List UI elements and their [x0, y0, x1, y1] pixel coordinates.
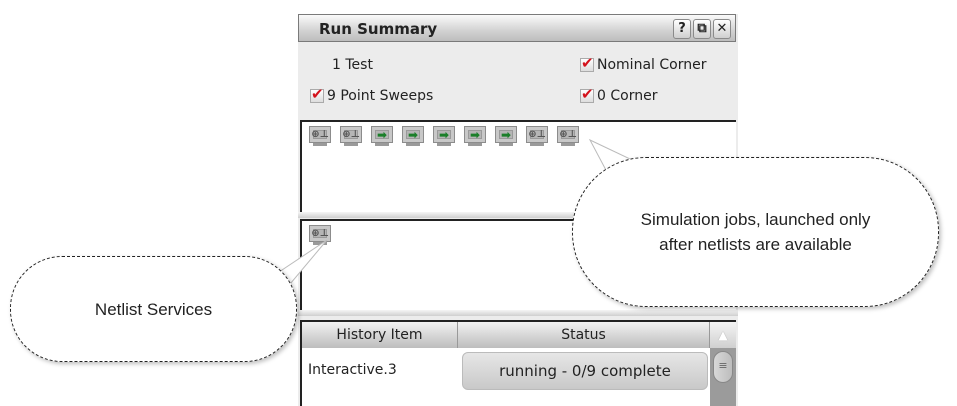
splitter[interactable] [298, 310, 738, 316]
scroll-thumb[interactable]: ≡ [713, 351, 733, 383]
netlist-job-icon[interactable]: ⊕⊥ [308, 225, 332, 247]
panel-title: Run Summary [319, 20, 438, 38]
simulation-callout: Simulation jobs, launched only after net… [572, 157, 939, 307]
scrollbar[interactable]: ▲ ≡ [710, 322, 736, 406]
netlist-job-icon[interactable]: ⊕⊥ [556, 126, 580, 148]
status-cell[interactable]: running - 0/9 complete [462, 352, 708, 390]
running-job-icon[interactable]: ➡ [370, 126, 394, 148]
nominal-corner-checkbox[interactable] [580, 54, 594, 72]
point-sweeps-checkbox[interactable] [310, 85, 324, 103]
netlist-job-icon[interactable]: ⊕⊥ [339, 126, 363, 148]
running-job-icon[interactable]: ➡ [494, 126, 518, 148]
point-sweeps-option[interactable]: 9 Point Sweeps [310, 85, 433, 104]
run-summary-panel: Run Summary ? ⧉ ✕ 1 Test Nominal Corner … [298, 14, 738, 406]
netlist-job-icon[interactable]: ⊕⊥ [308, 126, 332, 148]
close-button[interactable]: ✕ [713, 19, 731, 39]
corner-option[interactable]: 0 Corner [580, 85, 657, 104]
running-job-icon[interactable]: ➡ [463, 126, 487, 148]
running-job-icon[interactable]: ➡ [432, 126, 456, 148]
test-count: 1 Test [332, 57, 373, 73]
scroll-up-icon[interactable]: ▲ [710, 322, 736, 348]
nominal-corner-option[interactable]: Nominal Corner [580, 54, 706, 73]
running-job-icon[interactable]: ➡ [401, 126, 425, 148]
splitter[interactable] [298, 212, 738, 218]
netlist-callout: Netlist Services [10, 256, 297, 362]
corner-checkbox[interactable] [580, 85, 594, 103]
netlist-job-icon[interactable]: ⊕⊥ [525, 126, 549, 148]
column-header-status[interactable]: Status [458, 322, 710, 348]
column-header-history-item[interactable]: History Item [302, 322, 458, 348]
help-button[interactable]: ? [673, 19, 691, 39]
history-table: History Item Status Interactive.3 runnin… [300, 320, 736, 406]
title-bar[interactable]: Run Summary ? ⧉ ✕ [298, 14, 736, 42]
float-button[interactable]: ⧉ [693, 19, 711, 39]
history-item-cell[interactable]: Interactive.3 [308, 362, 397, 378]
